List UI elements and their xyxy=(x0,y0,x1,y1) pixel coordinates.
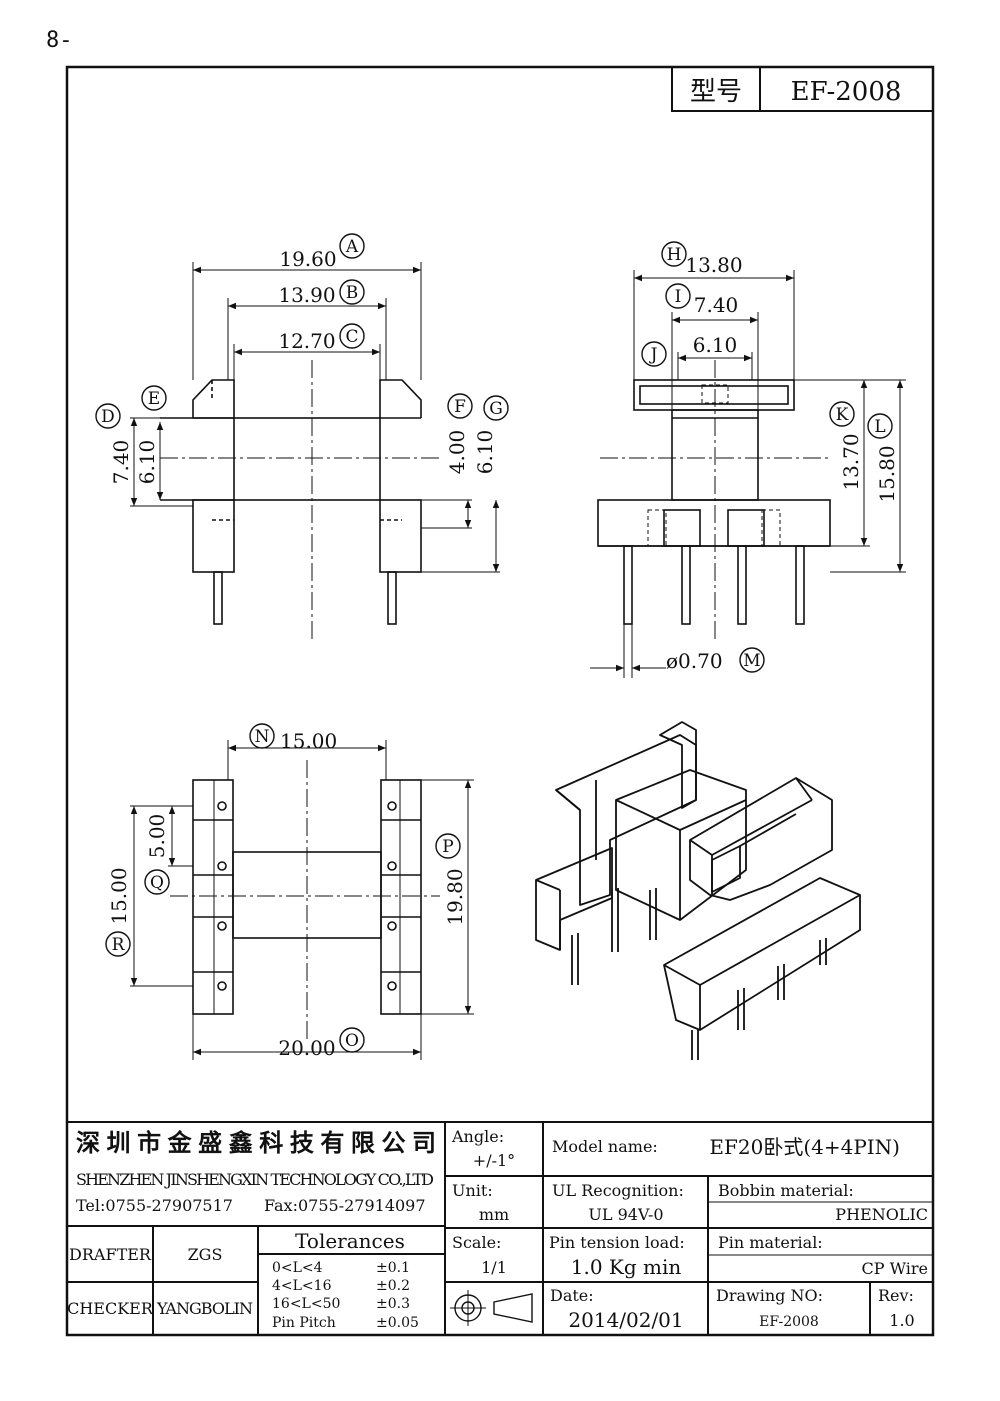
unit-value: mm xyxy=(479,1205,509,1224)
dim-E: 6.10 xyxy=(135,440,159,485)
model-value: EF20卧式(4+4PIN) xyxy=(709,1135,900,1159)
projection-symbol-icon xyxy=(450,1290,533,1326)
tolerances-title: Tolerances xyxy=(295,1229,405,1253)
tolerance-range: Pin Pitch xyxy=(272,1315,336,1331)
tolerance-range: 16<L<50 xyxy=(272,1296,340,1312)
tolerance-value: ±0.1 xyxy=(376,1260,410,1276)
title-block-grid xyxy=(67,1121,933,1335)
dim-H: 13.80 xyxy=(685,253,742,277)
label-H: H xyxy=(667,245,682,265)
dim-B: 13.90 xyxy=(278,283,335,307)
pin-tension-value: 1.0 Kg min xyxy=(571,1255,682,1279)
scale-label: Scale: xyxy=(452,1233,501,1252)
tolerance-value: ±0.2 xyxy=(376,1278,410,1294)
date-label: Date: xyxy=(550,1286,594,1305)
type-value: EF-2008 xyxy=(791,77,902,107)
tolerance-range: 0<L<4 xyxy=(272,1260,323,1276)
page-number: 8- xyxy=(46,28,73,53)
label-D: D xyxy=(101,407,115,427)
company-name-en: SHENZHEN JINSHENGXIN TECHNOLOGY CO.,LTD xyxy=(76,1170,434,1189)
angle-label: Angle: xyxy=(451,1127,504,1146)
dim-A: 19.60 xyxy=(279,247,336,271)
dim-D: 7.40 xyxy=(109,440,133,485)
dimension-values: 19.60 13.90 12.70 7.40 6.10 4.00 6.10 13… xyxy=(107,247,899,1060)
dim-G: 6.10 xyxy=(473,430,497,475)
top-view xyxy=(130,740,474,1060)
side-view xyxy=(590,270,906,678)
ul-label: UL Recognition: xyxy=(552,1181,684,1200)
label-F: F xyxy=(454,397,466,417)
pin-tension-label: Pin tension load: xyxy=(549,1233,685,1252)
tolerance-range: 4<L<16 xyxy=(272,1278,332,1294)
label-N: N xyxy=(255,727,270,747)
unit-label: Unit: xyxy=(452,1181,493,1200)
drawing-frame xyxy=(65,65,935,1337)
label-C: C xyxy=(345,327,358,347)
label-G: G xyxy=(489,399,503,419)
ul-value: UL 94V-0 xyxy=(588,1205,663,1224)
label-E: E xyxy=(148,389,160,409)
label-O: O xyxy=(345,1031,359,1051)
bobbin-label: Bobbin material: xyxy=(718,1181,854,1200)
rev-value: 1.0 xyxy=(889,1311,914,1330)
dim-F: 4.00 xyxy=(445,430,469,475)
type-header: 型号 EF-2008 xyxy=(671,66,934,112)
label-K: K xyxy=(836,405,849,425)
dimension-labels xyxy=(95,233,893,1053)
label-L: L xyxy=(874,417,885,437)
tolerance-value: ±0.05 xyxy=(376,1315,419,1331)
dim-K: 13.70 xyxy=(839,433,863,490)
model-label: Model name: xyxy=(552,1137,658,1156)
dim-N: 15.00 xyxy=(280,729,337,753)
checker-value: YANGBOLIN xyxy=(156,1299,253,1318)
dim-C: 12.70 xyxy=(278,329,335,353)
angle-value: +/-1° xyxy=(473,1151,515,1170)
dim-J: 6.10 xyxy=(693,333,738,357)
dim-R: 15.00 xyxy=(107,867,131,924)
label-R: R xyxy=(112,935,126,955)
drafter-label: DRAFTER xyxy=(69,1245,152,1264)
tolerance-value: ±0.3 xyxy=(376,1296,410,1312)
company-name-cn: 深圳市金盛鑫科技有限公司 xyxy=(76,1129,436,1157)
drawing-no-value: EF-2008 xyxy=(759,1314,819,1330)
label-A: A xyxy=(345,237,359,257)
drafter-value: ZGS xyxy=(188,1245,223,1264)
type-label: 型号 xyxy=(690,77,742,107)
pin-material-label: Pin material: xyxy=(718,1233,823,1252)
label-B: B xyxy=(346,283,359,303)
dimension-label-letters: A B C D E F G H I J K L M N O P Q R xyxy=(101,237,885,1051)
dim-Q: 5.00 xyxy=(145,814,169,859)
date-value: 2014/02/01 xyxy=(568,1308,683,1332)
front-view xyxy=(130,262,500,640)
label-Q: Q xyxy=(150,873,164,893)
company-fax: Fax:0755-27914097 xyxy=(264,1196,426,1215)
dim-M: ø0.70 xyxy=(666,649,723,673)
dim-O: 20.00 xyxy=(278,1036,335,1060)
isometric-view xyxy=(535,721,861,1060)
rev-label: Rev: xyxy=(878,1286,914,1305)
bobbin-value: PHENOLIC xyxy=(835,1205,928,1224)
label-J: J xyxy=(649,345,658,365)
dim-L: 15.80 xyxy=(875,445,899,502)
pin-material-value: CP Wire xyxy=(862,1259,929,1278)
drawing-no-label: Drawing NO: xyxy=(716,1286,823,1305)
scale-value: 1/1 xyxy=(481,1258,507,1277)
checker-label: CHECKER xyxy=(67,1299,154,1318)
label-I: I xyxy=(675,287,682,307)
company-tel: Tel:0755-27907517 xyxy=(76,1196,233,1215)
dim-P: 19.80 xyxy=(443,868,467,925)
label-M: M xyxy=(743,651,760,671)
dim-I: 7.40 xyxy=(694,293,739,317)
label-P: P xyxy=(442,837,453,857)
